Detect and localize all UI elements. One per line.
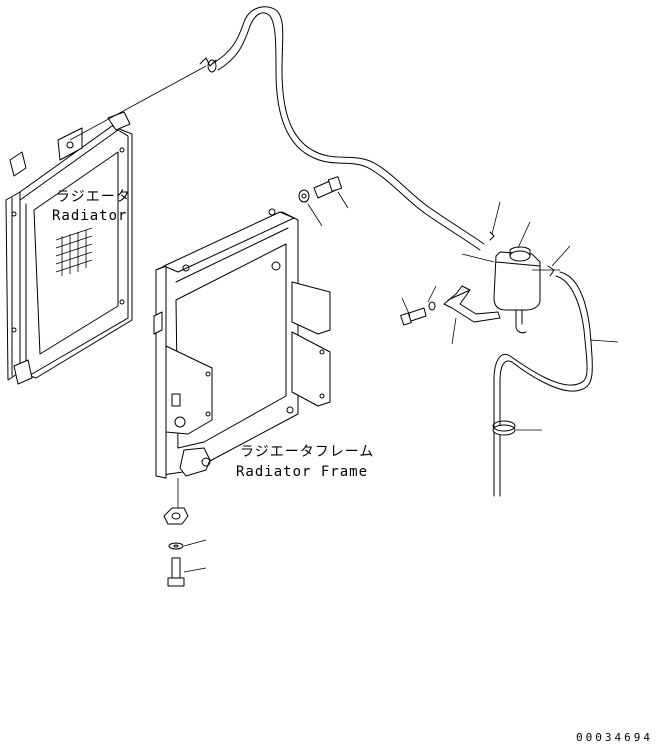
- overflow-hose: [199, 6, 485, 251]
- callout-leaders: [183, 191, 619, 573]
- reservoir-tank-drawing: [489, 231, 555, 334]
- radiator-core-grid: [55, 227, 93, 276]
- bolt-washer-set-top: [298, 176, 343, 203]
- bolt-washer-set-right: [400, 301, 436, 326]
- radiator-label-jp: ラジエータ: [56, 189, 131, 205]
- radiator-leader-line: [69, 65, 207, 141]
- drawing-id: 00034694: [576, 731, 653, 744]
- tank-bracket-drawing: [443, 285, 501, 323]
- radiator-frame-drawing: [153, 208, 331, 479]
- radiator-frame-label-en: Radiator Frame: [236, 464, 369, 480]
- radiator-drawing: [5, 111, 133, 385]
- radiator-frame-label-jp: ラジエータフレーム: [240, 444, 375, 460]
- radiator-label-en: Radiator: [52, 208, 128, 224]
- frame-mount-hardware: [163, 507, 189, 587]
- return-hose: [492, 271, 593, 497]
